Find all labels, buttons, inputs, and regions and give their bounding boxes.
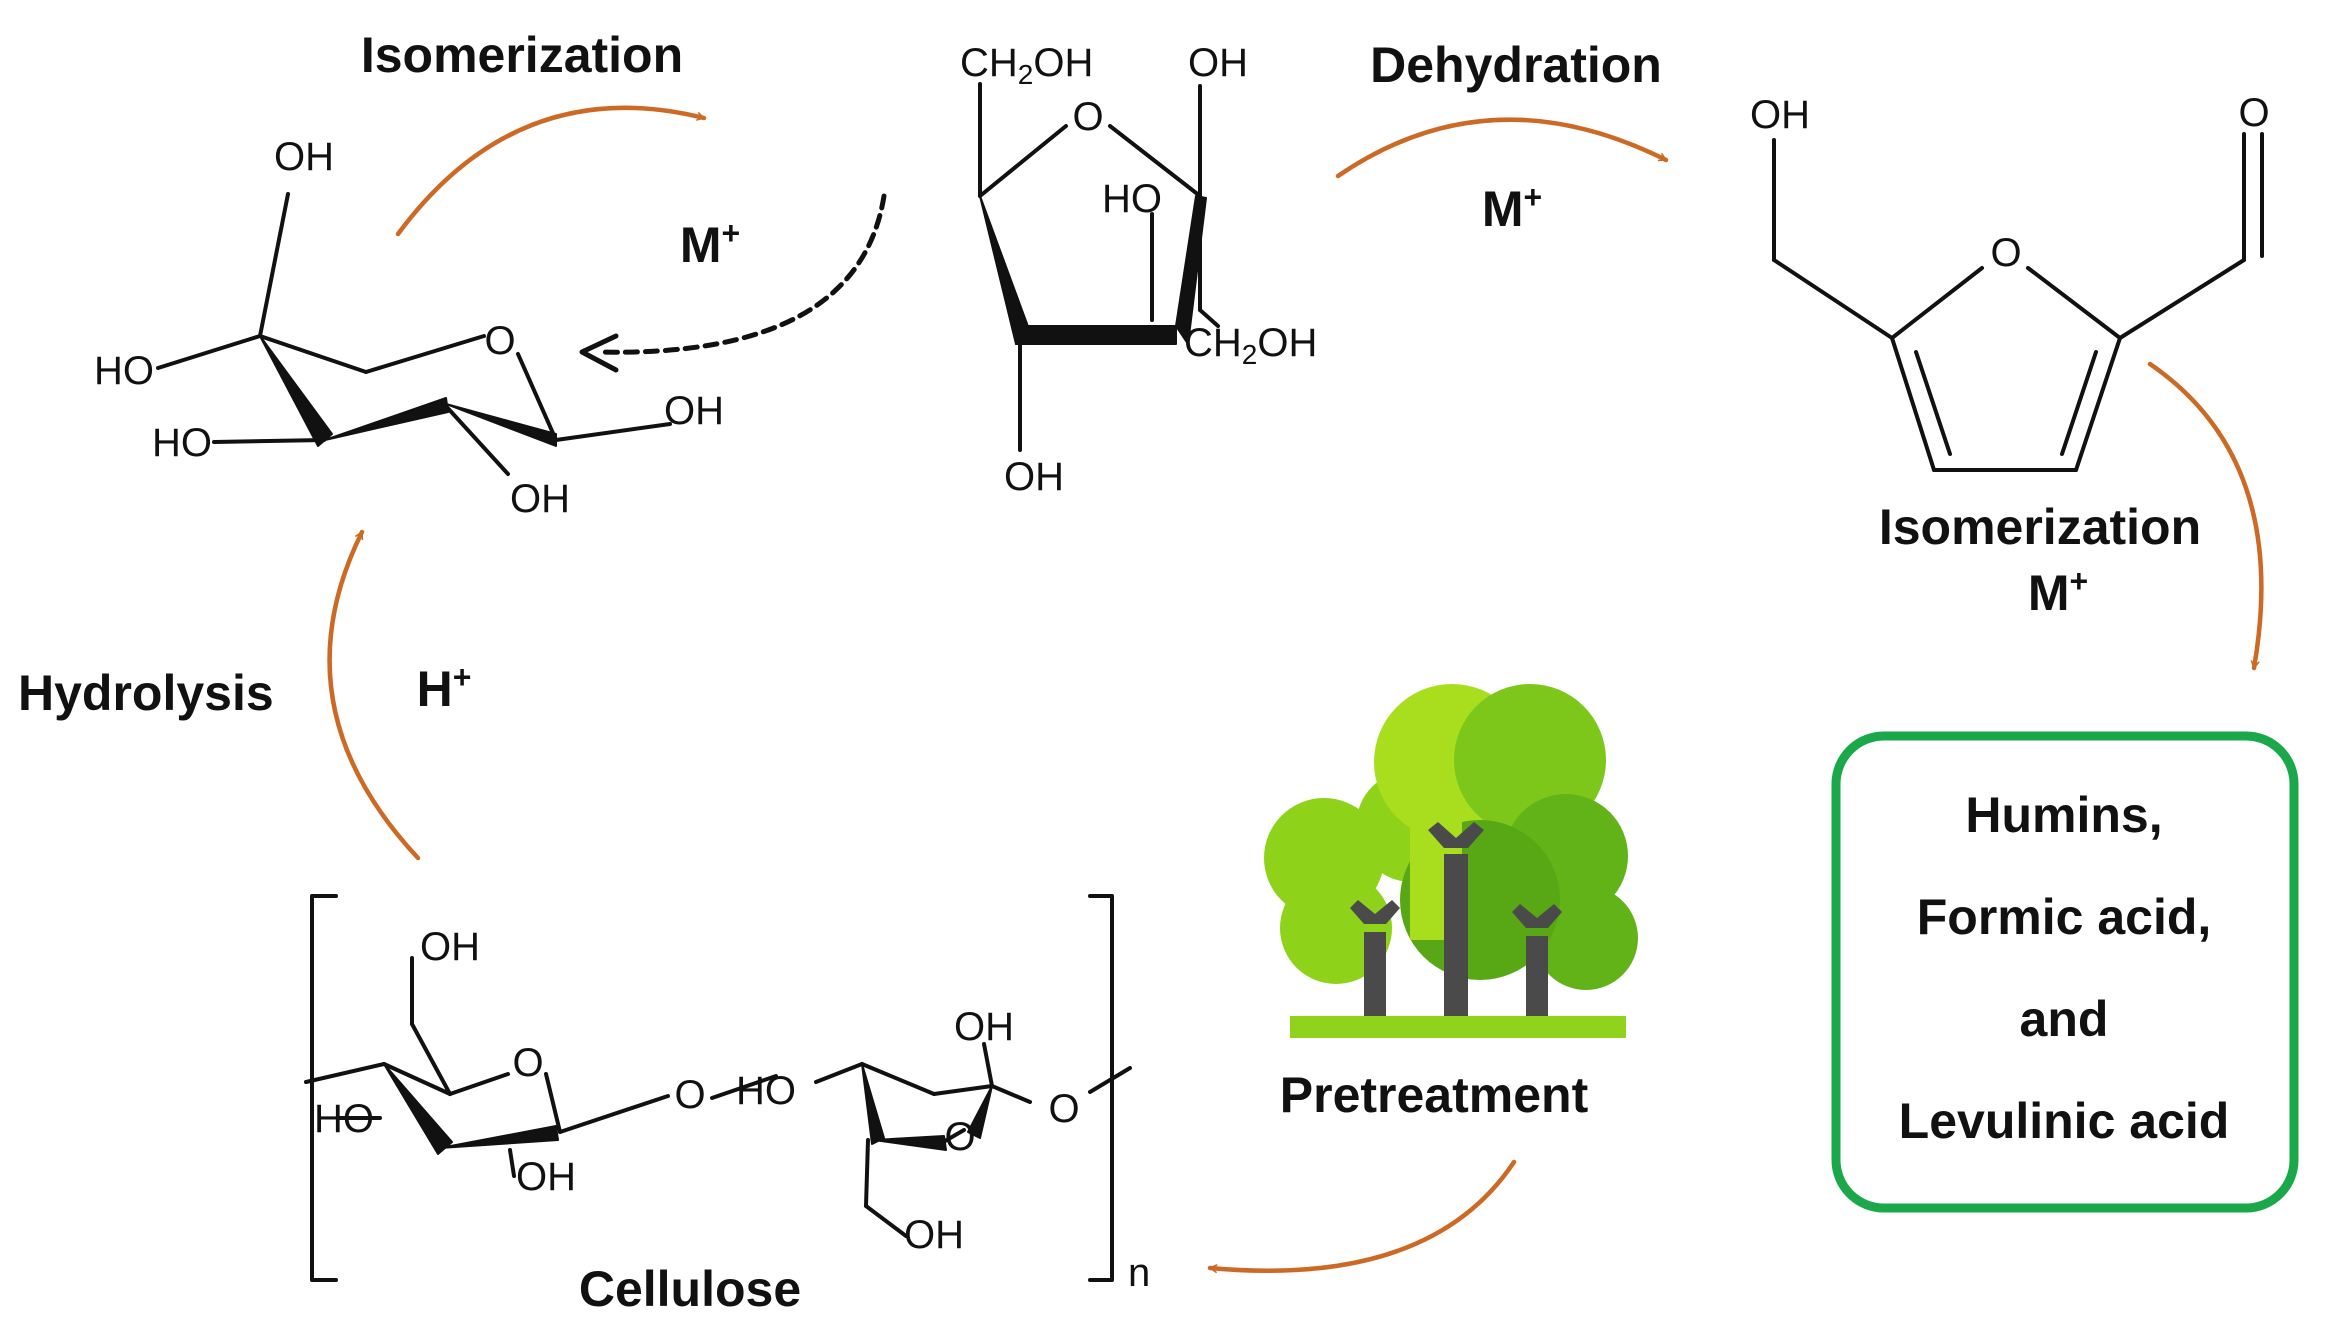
cellulose-oh-bottom-left: OH	[516, 1155, 576, 1199]
glucose-ho-low: HO	[152, 421, 212, 465]
m-plus-left-label: M+	[680, 215, 740, 273]
cellulose-oh-top-right: OH	[954, 1005, 1014, 1049]
fructose-ch2oh-right: CH2OH	[1184, 321, 1317, 370]
cellulose-oh-top-left: OH	[420, 925, 480, 969]
m-plus-iso-label: M+	[2028, 563, 2088, 621]
glucose-oh-top: OH	[274, 135, 334, 179]
products-line-1: Humins,	[1965, 787, 2162, 843]
isomerization-top-label: Isomerization	[361, 27, 683, 83]
arrow-isomerization	[395, 105, 707, 237]
fructose-o-ring: O	[1072, 95, 1103, 139]
cellulose-o-ring-right: O	[944, 1115, 975, 1159]
fructose-oh-bottom: OH	[1004, 455, 1064, 499]
h-plus-label: H+	[417, 659, 472, 717]
cellulose-label: Cellulose	[579, 1261, 801, 1317]
glucose-oh-bottom: OH	[510, 477, 570, 521]
fructose-ch2oh-top: CH2OH	[960, 41, 1093, 90]
hydrolysis-label: Hydrolysis	[18, 665, 274, 721]
isomerization-right-label: Isomerization	[1879, 499, 2201, 555]
cellulose-oh-bottom-right: OH	[904, 1213, 964, 1257]
cellulose-o-end: O	[1048, 1087, 1079, 1131]
products-line-4: Levulinic acid	[1899, 1093, 2230, 1149]
cellulose-ho-right: HO	[736, 1069, 796, 1113]
hmf-o-ring: O	[1990, 231, 2021, 275]
glucose-ho-left: HO	[94, 349, 154, 393]
cellulose-ho-left: HO	[314, 1097, 374, 1141]
glucose-o-ring: O	[484, 319, 515, 363]
tree-icon	[1264, 684, 1638, 1038]
fructose-oh-top: OH	[1188, 41, 1248, 85]
arrow-pretreatment	[1207, 1159, 1517, 1274]
hmf-o-aldehyde: O	[2238, 91, 2269, 135]
arrow-dehydration	[1335, 117, 1669, 179]
fructose-ho-mid: HO	[1102, 177, 1162, 221]
fructose-molecule: O CH2OH OH HO CH2OH OH	[960, 41, 1317, 499]
products-line-2: Formic acid,	[1917, 889, 2212, 945]
products-line-3: and	[2020, 991, 2109, 1047]
repeat-n: n	[1128, 1251, 1150, 1295]
glucose-molecule: O OH HO HO OH OH	[94, 135, 724, 521]
cellulose-o-ring-left: O	[512, 1041, 543, 1085]
arrow-hydrolysis	[327, 529, 421, 861]
pretreatment-label: Pretreatment	[1280, 1067, 1589, 1123]
cellulose-o-bridge: O	[674, 1073, 705, 1117]
hmf-molecule: OH O O	[1750, 91, 2270, 472]
hmf-oh: OH	[1750, 93, 1810, 137]
arrow-dashed-reverse	[595, 193, 887, 355]
arrow-dashed-head	[579, 333, 619, 373]
arrow-isomerization-right	[2147, 361, 2264, 671]
dehydration-label: Dehydration	[1370, 37, 1662, 93]
products-box	[1831, 731, 2299, 1213]
cellulose-molecule: n O OH HO OH O HO OH O O OH	[304, 894, 1150, 1295]
m-plus-right-label: M+	[1482, 179, 1542, 237]
glucose-oh-right: OH	[664, 389, 724, 433]
